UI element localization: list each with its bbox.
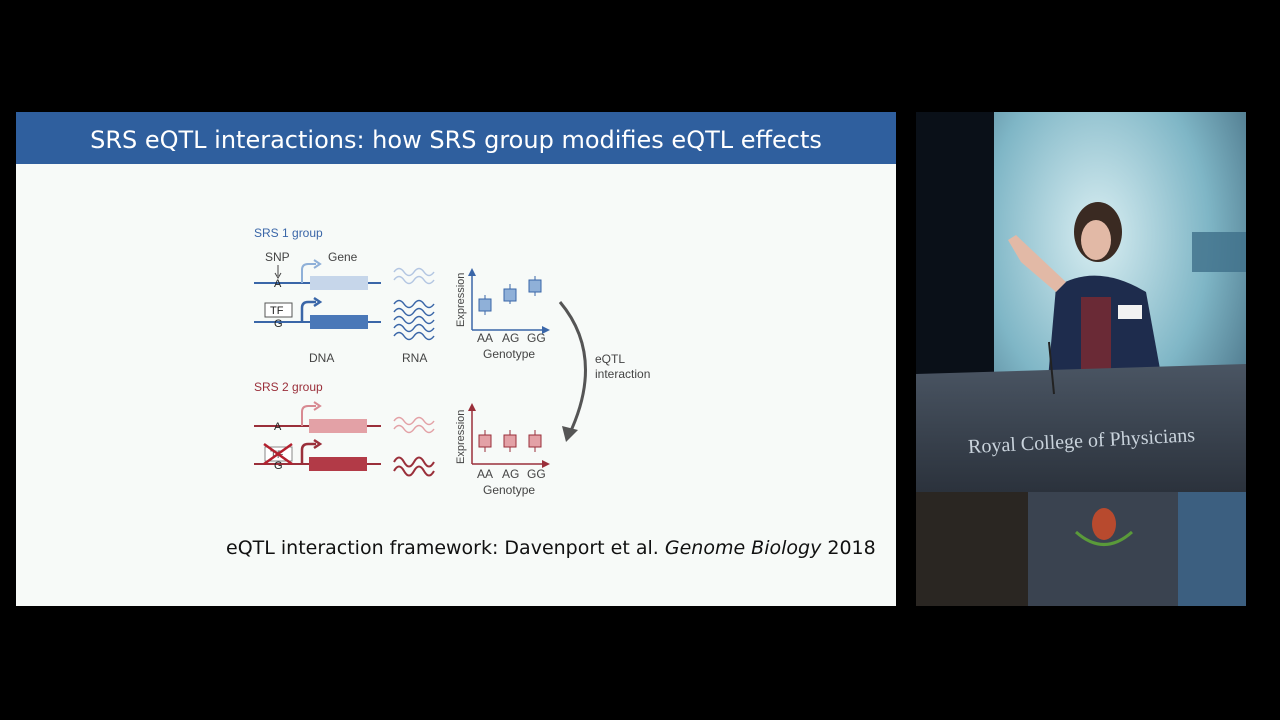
speaker-video: Royal College of Physicians	[916, 112, 1246, 606]
crest-icon	[1092, 508, 1116, 540]
tf-blocked-cross-icon	[263, 442, 293, 466]
citation-journal: Genome Biology	[664, 537, 822, 559]
speaker-scene: Royal College of Physicians	[916, 112, 1246, 606]
rna-wave-high-1	[393, 299, 435, 341]
plot2-tick-gg: GG	[527, 467, 546, 481]
plot2-tick-ag: AG	[502, 467, 519, 481]
plot1-y-arrow	[468, 268, 476, 276]
gene-label: Gene	[328, 250, 358, 264]
promoter-arrow-4	[300, 442, 316, 464]
rna-wave-mid-2	[393, 456, 435, 477]
plot1-y-label: Expression	[455, 273, 467, 327]
plot1-tick-aa: AA	[477, 331, 493, 345]
plot1-tick-gg: GG	[527, 331, 546, 345]
plot1-box-gg	[528, 276, 542, 296]
group1-label: SRS 1 group	[254, 226, 323, 240]
plot2-x-label: Genotype	[483, 483, 535, 497]
snp-label: SNP	[265, 250, 290, 264]
slide-title: SRS eQTL interactions: how SRS group mod…	[90, 126, 822, 154]
floor-right	[1178, 492, 1246, 606]
rna-label: RNA	[402, 351, 427, 365]
speaker-hand	[1008, 235, 1066, 292]
plot1-x-label: Genotype	[483, 347, 535, 361]
gene-box-1	[310, 276, 368, 290]
slide-header: SRS eQTL interactions: how SRS group mod…	[16, 112, 896, 164]
group2-label: SRS 2 group	[254, 380, 323, 394]
plot2-box-ag	[503, 430, 517, 452]
plot2-x-arrow	[542, 460, 550, 468]
plot2-box-aa	[478, 430, 492, 452]
plot2-tick-aa: AA	[477, 467, 493, 481]
promoter-arrow-head-3	[313, 401, 322, 411]
interaction-label-line2: interaction	[595, 367, 650, 381]
presentation-slide: SRS eQTL interactions: how SRS group mod…	[16, 112, 896, 606]
citation-year: 2018	[827, 537, 876, 559]
rna-wave-low-2	[393, 416, 435, 434]
plot2-y-label: Expression	[455, 410, 467, 464]
plot1-box-aa	[478, 295, 492, 315]
allele-g-2: G	[274, 460, 283, 472]
tf-label-1: TF	[270, 305, 284, 317]
crest-leaves-icon	[1075, 530, 1133, 546]
promoter-arrow-head-4	[313, 438, 323, 450]
promoter-arrow-head-2	[313, 296, 323, 308]
podium-top	[916, 364, 1246, 492]
name-badge	[1118, 305, 1142, 319]
promoter-arrow-1	[301, 263, 316, 283]
allele-a-2: A	[274, 421, 282, 433]
dna-label: DNA	[309, 351, 334, 365]
plot1-x-arrow	[542, 326, 550, 334]
microphone-icon	[1048, 341, 1055, 395]
floor-left	[916, 492, 1028, 606]
allele-g-1: G	[274, 318, 283, 330]
promoter-arrow-head-1	[313, 259, 322, 269]
rna-wave-low-1	[393, 267, 435, 285]
plot2-y-arrow	[468, 403, 476, 411]
plot1-tick-ag: AG	[502, 331, 519, 345]
wall-vent	[1192, 232, 1246, 272]
promoter-arrow-2	[300, 300, 316, 322]
speaker-face	[1081, 220, 1111, 260]
citation-prefix: eQTL interaction framework: Davenport et…	[226, 537, 659, 559]
eqtl-diagram: SRS 1 group SNP Gene A TF G DNA RNA Expr…	[254, 226, 650, 497]
tf-box-1	[264, 302, 293, 318]
promoter-arrow-3	[301, 405, 316, 426]
snp-pointer-head	[274, 272, 282, 279]
interaction-arrow-head	[562, 426, 578, 442]
plot2-box-gg	[528, 430, 542, 452]
interaction-arrow	[558, 301, 587, 436]
gene-box-3	[309, 419, 367, 433]
citation: eQTL interaction framework: Davenport et…	[226, 537, 876, 559]
gene-box-4	[309, 457, 367, 471]
gene-box-2	[310, 315, 368, 329]
allele-a-1: A	[274, 278, 282, 290]
interaction-label-line1: eQTL	[595, 352, 625, 366]
plot1-box-ag	[503, 284, 517, 304]
